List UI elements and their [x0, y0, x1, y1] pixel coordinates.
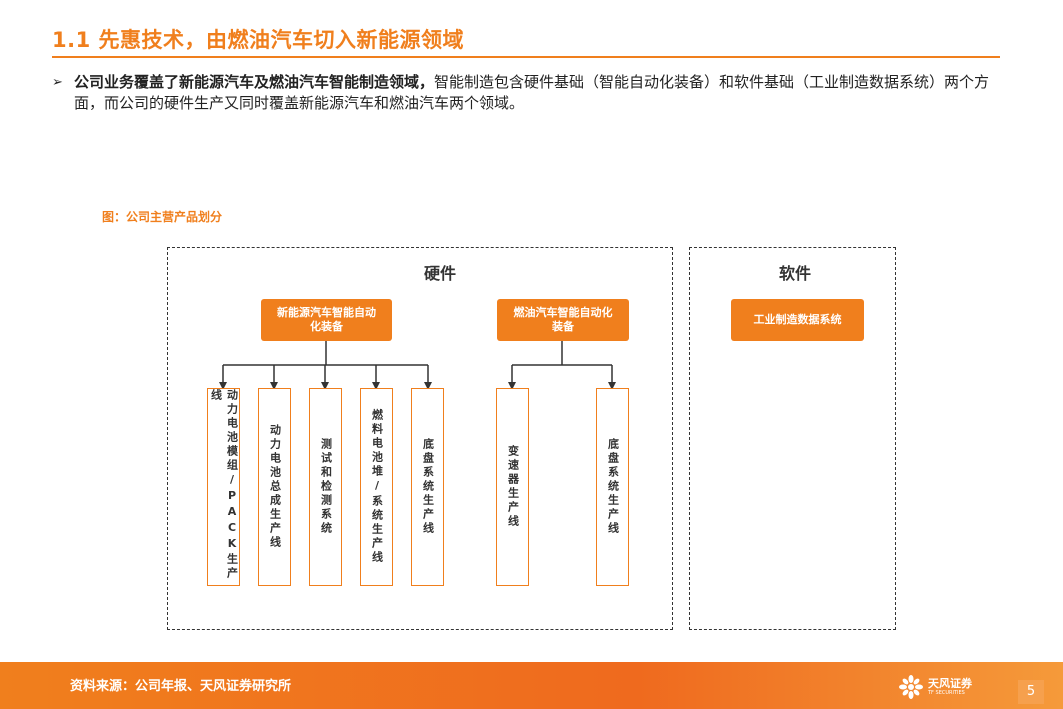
company-logo: 天风证券 TF SECURITIES [898, 674, 972, 700]
page-number: 5 [1018, 680, 1044, 704]
product-box: 动力电池模组/PACK生产线 [207, 388, 240, 586]
software-data-system-box: 工业制造数据系统 [731, 299, 864, 341]
product-label: 底盘系统生产线 [606, 438, 620, 536]
product-label: 底盘系统生产线 [421, 438, 435, 536]
bullet-paragraph: ➢ 公司业务覆盖了新能源汽车及燃油汽车智能制造领域，智能制造包含硬件基础（智能自… [52, 72, 1012, 114]
hardware-title: 硬件 [424, 264, 457, 283]
bullet-arrow-icon: ➢ [52, 75, 63, 90]
product-label: 燃料电池堆/系统生产线 [370, 409, 384, 565]
title-divider [52, 56, 1000, 58]
footer-bar [0, 662, 1063, 709]
hardware-box [167, 247, 673, 630]
flower-logo-icon [899, 675, 923, 699]
logo-name: 天风证券 [928, 676, 972, 690]
product-box: 燃料电池堆/系统生产线 [360, 388, 393, 586]
fuel-equipment-box: 燃油汽车智能自动化装备 [497, 299, 629, 341]
product-box: 测试和检测系统 [309, 388, 342, 586]
product-label: 动力电池总成生产线 [268, 424, 282, 550]
product-box: 底盘系统生产线 [596, 388, 629, 586]
software-box [689, 247, 896, 630]
product-box: 动力电池总成生产线 [258, 388, 291, 586]
nev-equipment-box: 新能源汽车智能自动化装备 [261, 299, 392, 341]
product-box: 变速器生产线 [496, 388, 529, 586]
figure-caption: 图：公司主营产品划分 [102, 210, 223, 224]
product-box: 底盘系统生产线 [411, 388, 444, 586]
bullet-body-text: 智能制造包含硬件基础（智能自动化装备）和软件基础（工业制造数据系统）两个方面，而… [74, 73, 990, 112]
product-label: 测试和检测系统 [319, 438, 333, 536]
logo-subtitle: TF SECURITIES [928, 689, 965, 696]
bullet-bold-text: 公司业务覆盖了新能源汽车及燃油汽车智能制造领域， [74, 73, 435, 91]
product-label: 动力电池模组/PACK生产线 [209, 389, 239, 581]
software-title: 软件 [779, 264, 812, 283]
page-title: 1.1 先惠技术，由燃油汽车切入新能源领域 [52, 28, 465, 52]
source-note: 资料来源：公司年报、天风证券研究所 [70, 679, 292, 694]
product-label: 变速器生产线 [506, 445, 520, 529]
